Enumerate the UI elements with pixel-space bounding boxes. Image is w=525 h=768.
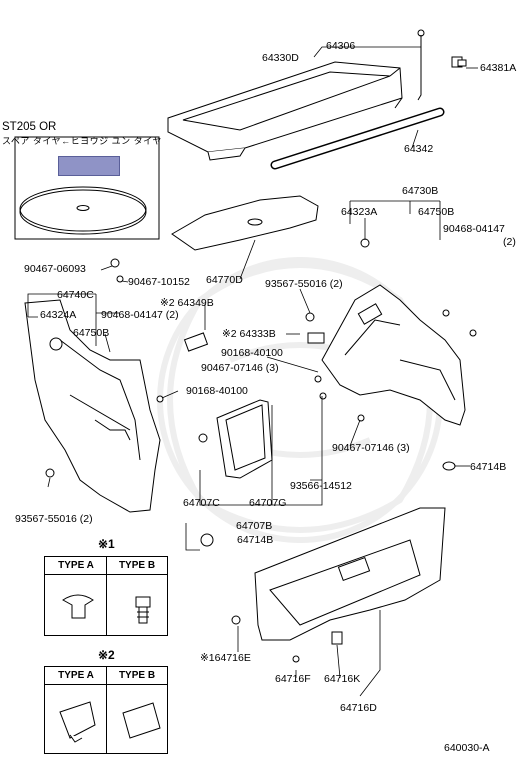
label-90467-07146-3-a[interactable]: 90467-07146 (3) xyxy=(201,362,279,374)
label-90468-04147-right[interactable]: 90468-04147 xyxy=(443,223,505,235)
label-93567-55016-2-right[interactable]: 93567-55016 (2) xyxy=(265,278,343,290)
label-64770d[interactable]: 64770D xyxy=(206,274,243,286)
spare-tire-cover xyxy=(19,186,147,235)
label-64381a[interactable]: 64381A xyxy=(480,62,517,74)
label-90467-07146-3-b[interactable]: 90467-07146 (3) xyxy=(332,442,410,454)
label-64324a[interactable]: 64324A xyxy=(40,309,77,321)
legend1-table: TYPE A TYPE B xyxy=(44,556,168,636)
diagram-code: 640030-A xyxy=(444,742,490,754)
label-90467-10152[interactable]: 90467-10152 xyxy=(128,276,190,288)
label-93567-55016-2-left[interactable]: 93567-55016 (2) xyxy=(15,513,93,525)
highlight-marker xyxy=(58,156,120,176)
legend1-divider xyxy=(106,557,107,635)
side-panel xyxy=(216,399,273,479)
legend1-type-a: TYPE A xyxy=(45,557,107,575)
label-64349b[interactable]: ※2 64349B xyxy=(160,297,214,309)
label-64714b-bottom[interactable]: 64714B xyxy=(237,534,274,546)
legend1-glyphs xyxy=(62,594,151,624)
legend2-glyphs xyxy=(59,701,161,743)
cable xyxy=(417,29,425,101)
legend2-table: TYPE A TYPE B xyxy=(44,666,168,754)
floor-mat xyxy=(171,195,319,251)
weatherstrip-rod xyxy=(270,107,445,170)
label-93566-14512[interactable]: 93566-14512 xyxy=(290,480,352,492)
legend2-type-a: TYPE A xyxy=(45,667,107,685)
fasteners xyxy=(45,238,477,663)
legend2-title: ※2 xyxy=(98,648,115,662)
label-64707c[interactable]: 64707C xyxy=(183,497,220,509)
label-64714b-right[interactable]: 64714B xyxy=(470,461,507,473)
right-quarter-trim xyxy=(321,284,466,426)
legend1-title: ※1 xyxy=(98,537,115,551)
label-64750b-right[interactable]: 64750B xyxy=(418,206,455,218)
label-64707b[interactable]: 64707B xyxy=(236,520,273,532)
label-64330d[interactable]: 64330D xyxy=(262,52,299,64)
rear-sill-plate xyxy=(254,507,446,641)
label-64716d[interactable]: 64716D xyxy=(340,702,377,714)
label-90467-06093[interactable]: 90467-06093 xyxy=(24,263,86,275)
label-64323a[interactable]: 64323A xyxy=(341,206,378,218)
label-64342[interactable]: 64342 xyxy=(404,143,434,155)
label-164716e[interactable]: ※164716E xyxy=(200,652,251,664)
label-64333b[interactable]: ※2 64333B xyxy=(222,328,276,340)
label-64716k[interactable]: 64716K xyxy=(324,673,361,685)
st205-title: ST205 OR xyxy=(2,121,57,133)
clip-64381a xyxy=(451,56,467,68)
legend2-divider xyxy=(106,667,107,753)
st205-subtitle: スペア タイヤ←ヒヨウジ ユン タイヤ xyxy=(2,136,162,146)
label-90468-04147-2-left[interactable]: 90468-04147 (2) xyxy=(101,309,179,321)
label-90168-40100-b[interactable]: 90168-40100 xyxy=(186,385,248,397)
label-90168-40100-a[interactable]: 90168-40100 xyxy=(221,347,283,359)
label-64707g[interactable]: 64707G xyxy=(249,497,287,509)
package-tray xyxy=(167,61,403,161)
label-64306[interactable]: 64306 xyxy=(326,40,356,52)
legend2-type-b: TYPE B xyxy=(107,667,167,685)
label-64730b[interactable]: 64730B xyxy=(402,185,439,197)
label-90468-04147-right-qty: (2) xyxy=(503,236,516,248)
legend1-type-b: TYPE B xyxy=(107,557,167,575)
label-64716f[interactable]: 64716F xyxy=(275,673,311,685)
left-quarter-trim xyxy=(24,299,161,513)
label-64740c[interactable]: 64740C xyxy=(57,289,94,301)
label-64750b-left[interactable]: 64750B xyxy=(73,327,110,339)
leader-lines xyxy=(27,46,478,697)
